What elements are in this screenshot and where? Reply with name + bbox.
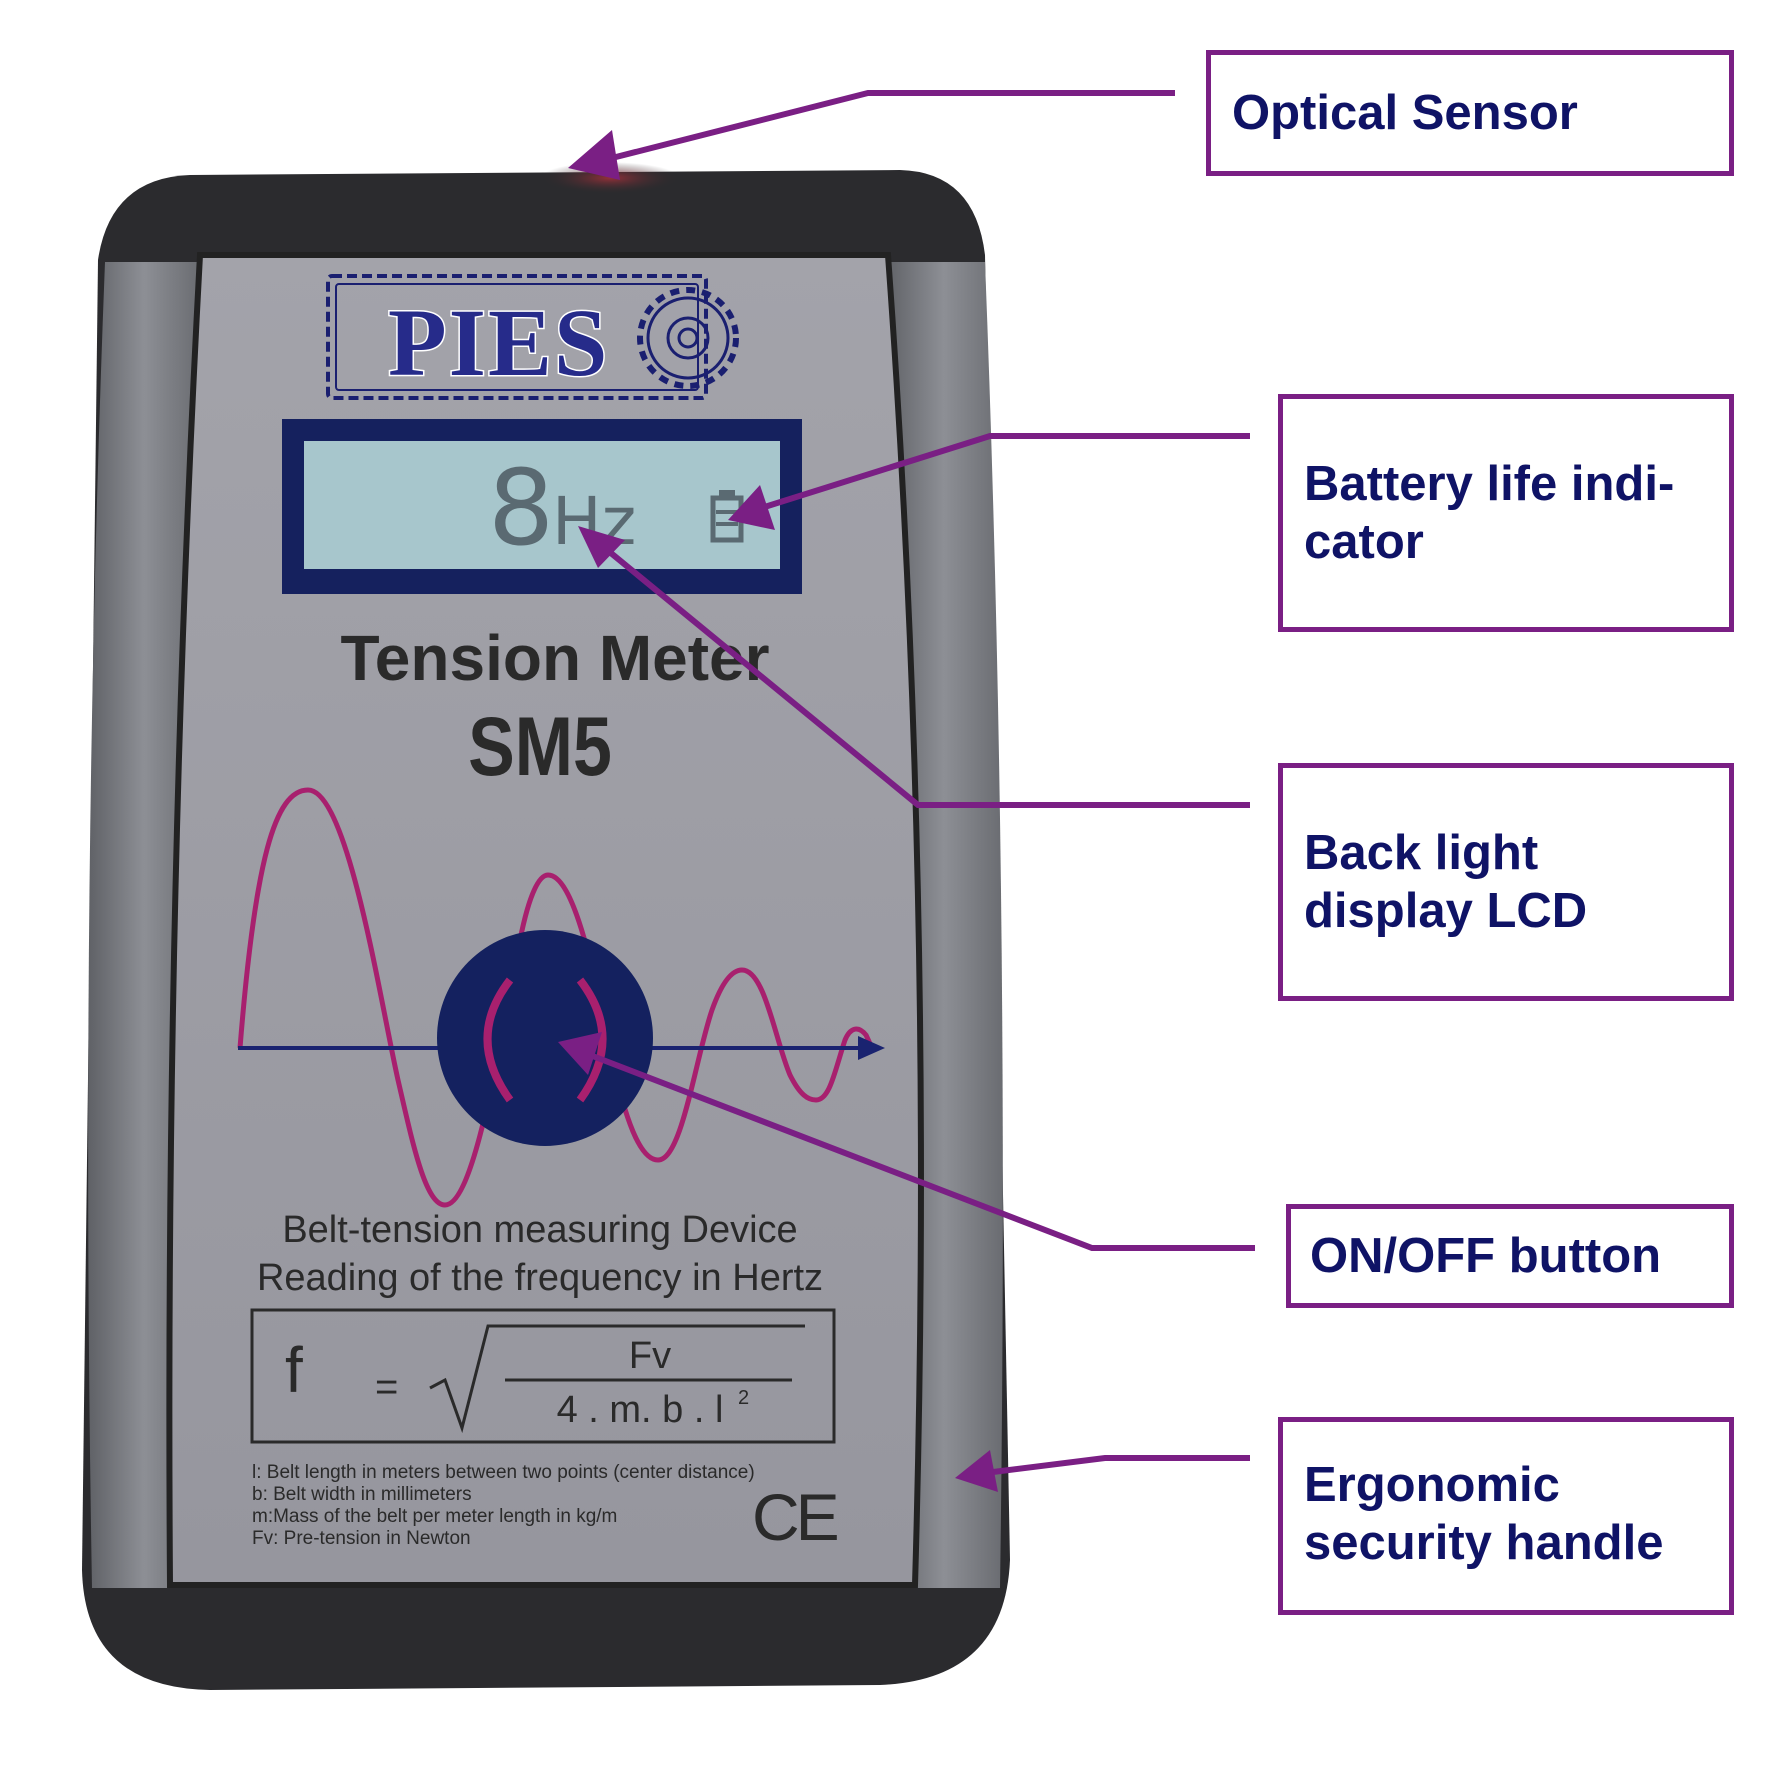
lcd-screen [304,441,780,569]
formula-numerator: Fv [629,1335,671,1377]
callout-on-off [1286,1204,1734,1308]
arrowhead-on-off [558,1032,602,1075]
ce-mark: CE [752,1480,838,1554]
square-root-sign [429,1324,805,1434]
frequency-formula: f = Fv 4 . m. b . l 2 [250,1308,836,1444]
legend-line-3: m:Mass of the belt per meter length in k… [252,1506,617,1527]
leader-battery [754,433,1250,513]
formula-exponent: 2 [738,1387,749,1409]
legend-line-2: b: Belt width in millimeters [252,1484,472,1505]
arrowhead-battery [728,485,775,530]
arrowhead-optical-sensor [568,130,620,180]
arrowhead-handle [955,1450,998,1492]
wave-curve [237,787,875,1208]
callout-battery [1278,394,1734,632]
optical-sensor [540,162,680,194]
leader-handle [984,1455,1250,1476]
button-arc-right [576,977,607,1103]
description-line-1: Belt-tension measuring Device [282,1209,797,1251]
callout-label-battery: Battery life indi- cator [1304,457,1675,569]
pies-logo: PIES [326,274,739,400]
lcd-value: 8 [488,447,554,569]
callout-label-handle: Ergonomic security handle [1304,1458,1664,1570]
button-arc-left [483,977,514,1103]
power-button-icon[interactable] [437,930,653,1146]
legend-line-1: l: Belt length in meters between two poi… [252,1462,755,1483]
leader-backlight [593,537,1250,808]
formula-frame [250,1308,836,1444]
formula-denominator: 4 . m. b . l [557,1389,724,1431]
callout-backlight [1278,763,1734,1001]
formula-legend: l: Belt length in meters between two poi… [252,1462,755,1549]
lcd-display: 8 Hz [282,419,802,594]
on-off-button[interactable] [437,930,653,1146]
arrowhead-backlight [578,526,625,568]
formula-lhs: f [285,1334,303,1406]
axis-arrowhead [858,1036,885,1060]
callout-label-on-off: ON/OFF button [1310,1229,1662,1283]
device-model: SM5 [468,700,612,793]
callout-handle [1278,1417,1734,1615]
leader-on-off [588,1052,1255,1251]
leader-arrowheads [558,130,998,1492]
leader-optical-sensor [611,90,1175,161]
device-title: Tension Meter [340,622,769,694]
leader-lines [588,90,1255,1476]
gear-icon [637,287,739,389]
description-line-2: Reading of the frequency in Hertz [257,1257,823,1299]
brand-name: PIES [388,289,609,396]
legend-line-4: Fv: Pre-tension in Newton [252,1528,471,1549]
callout-label-backlight: Back light display LCD [1304,826,1588,938]
callout-label-optical-sensor: Optical Sensor [1232,86,1578,140]
callout-optical-sensor [1206,50,1734,176]
formula-equals: = [375,1365,398,1409]
